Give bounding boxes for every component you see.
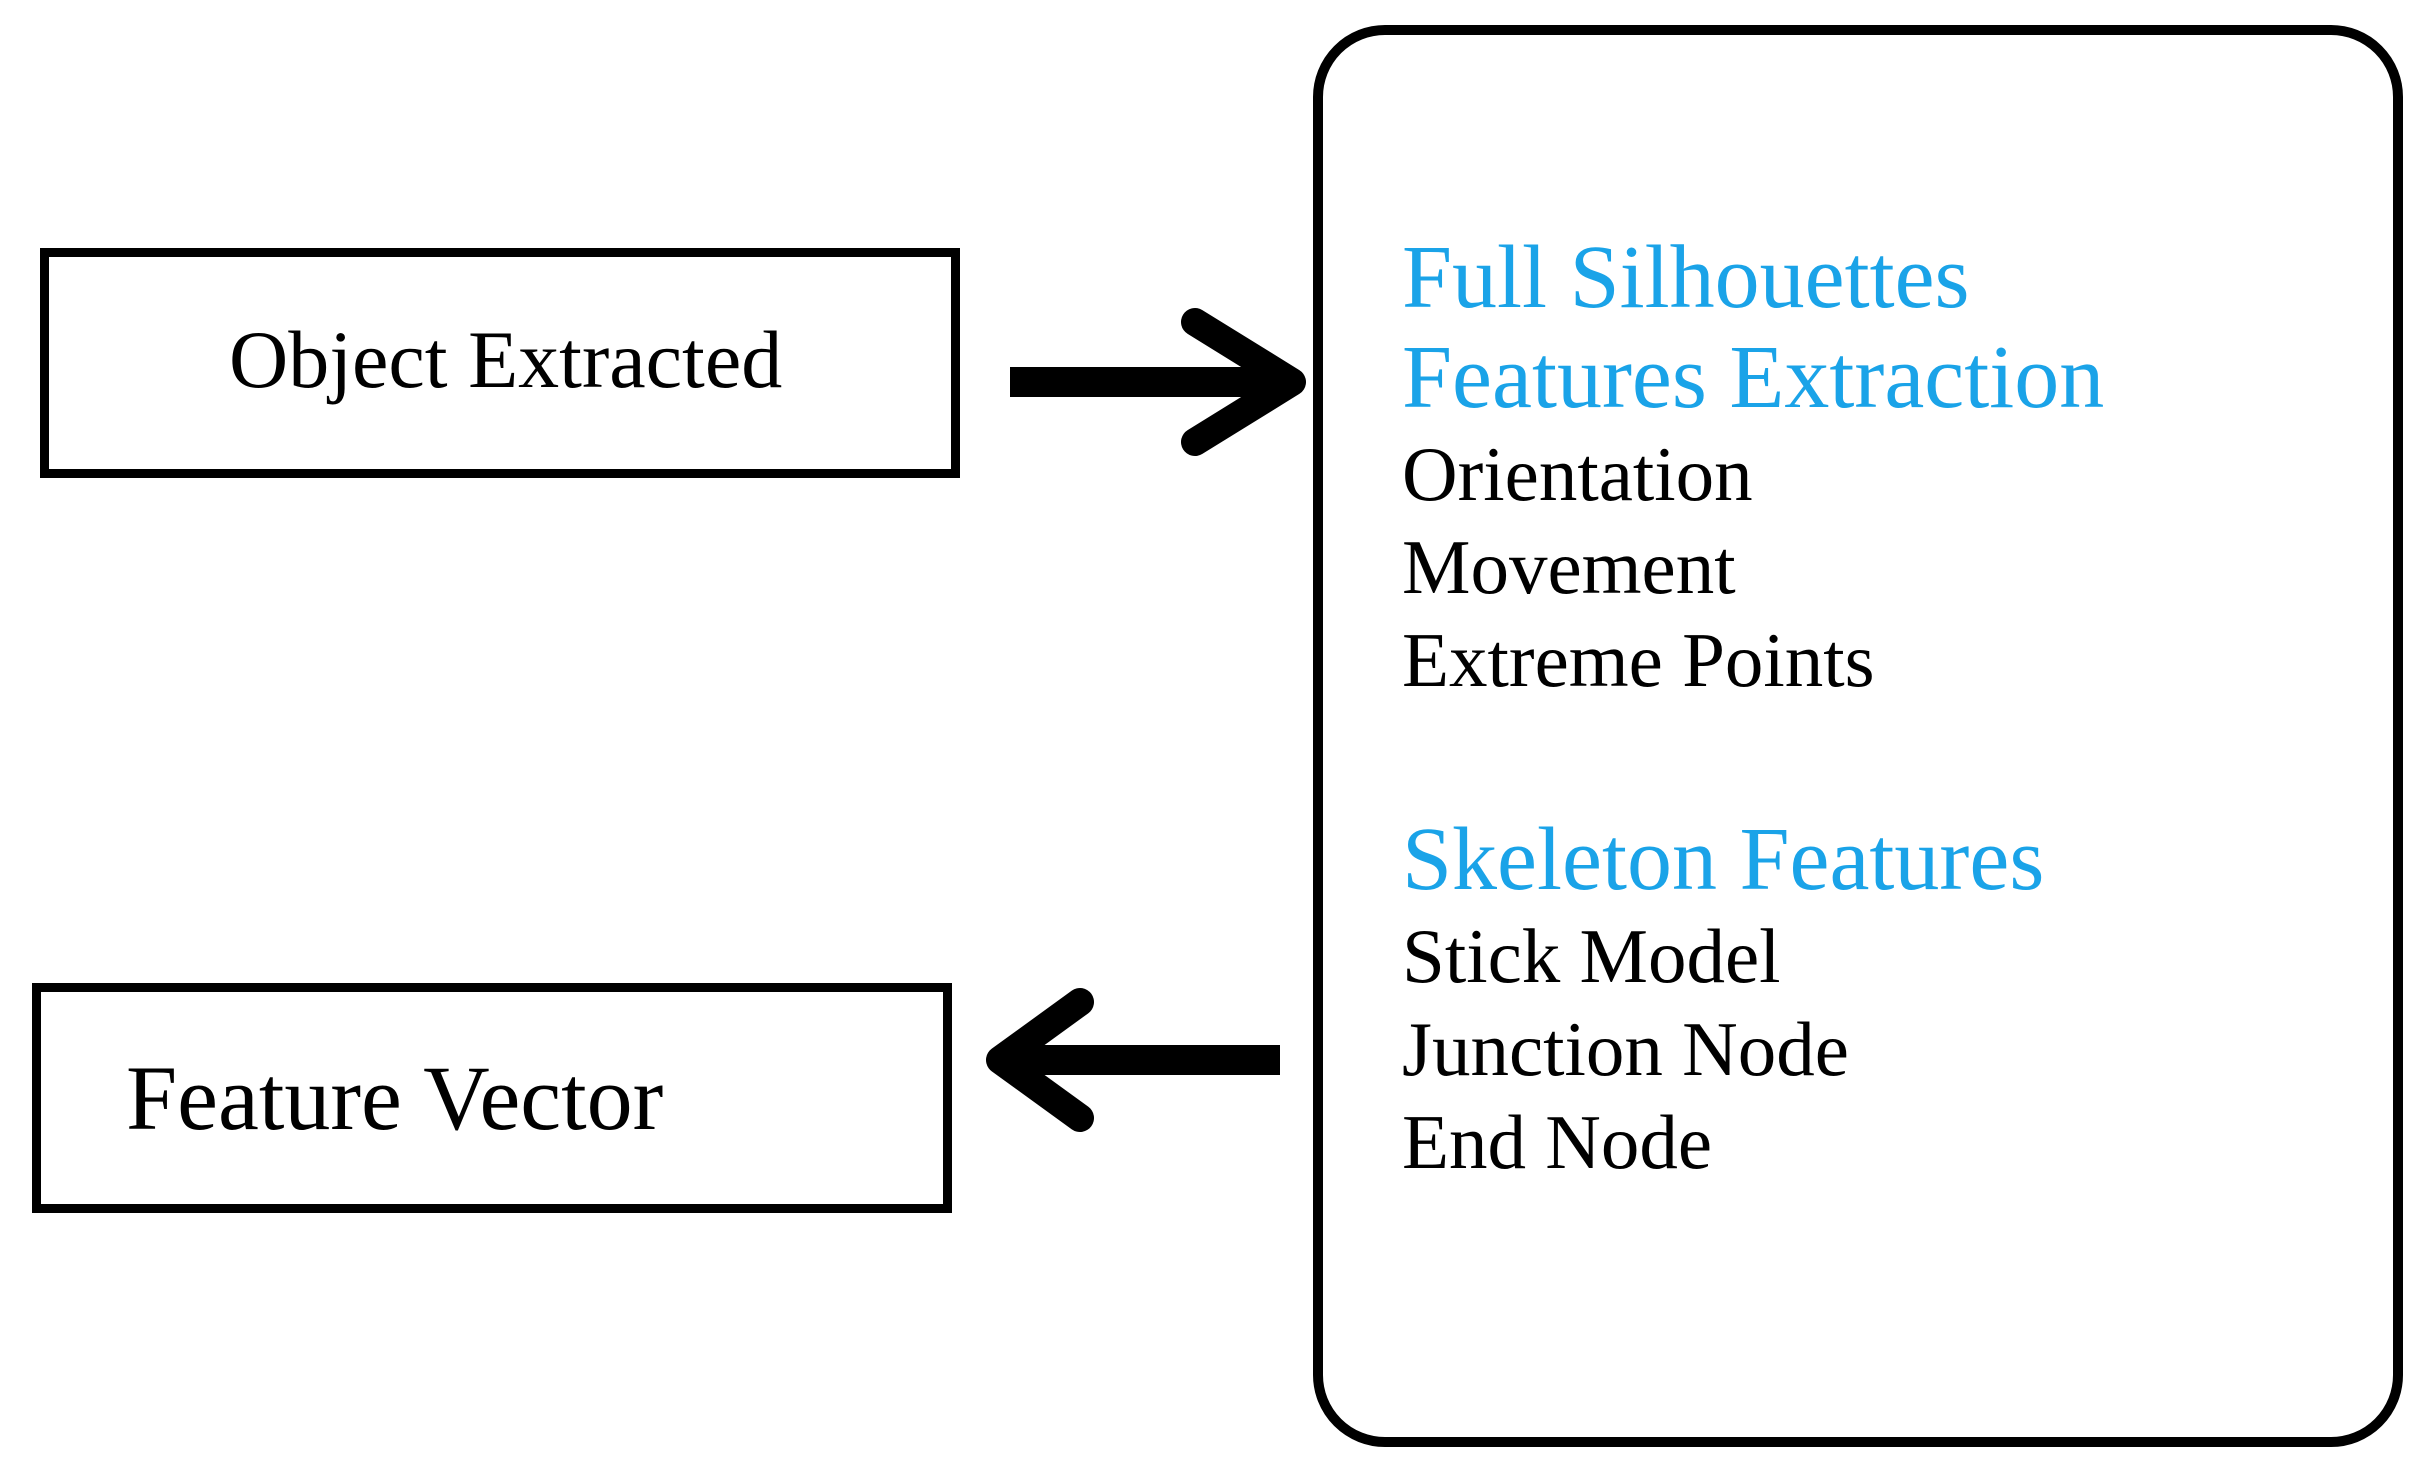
feature-item-movement: Movement — [1402, 524, 1736, 610]
feature-vector-box: Feature Vector — [32, 983, 952, 1213]
arrow-left-icon — [986, 988, 1280, 1132]
silhouette-heading-line1: Full Silhouettes — [1402, 228, 1970, 327]
skeleton-heading: Skeleton Features — [1402, 810, 2045, 909]
feature-item-stick-model: Stick Model — [1402, 913, 1781, 999]
object-extracted-box: Object Extracted — [40, 248, 960, 478]
feature-item-end-node: End Node — [1402, 1099, 1713, 1185]
skeleton-features-group: Skeleton Features Stick Model Junction N… — [1402, 810, 2044, 1189]
feature-item-extreme-points: Extreme Points — [1402, 617, 1875, 703]
object-extracted-label: Object Extracted — [229, 314, 783, 405]
feature-vector-label: Feature Vector — [126, 1047, 664, 1149]
arrow-right-icon — [1010, 308, 1306, 456]
features-panel — [1313, 25, 2403, 1447]
feature-item-junction-node: Junction Node — [1402, 1006, 1849, 1092]
feature-item-orientation: Orientation — [1402, 431, 1753, 517]
silhouette-heading-line2: Features Extraction — [1402, 328, 2105, 427]
silhouette-features-group: Full Silhouettes Features Extraction Ori… — [1402, 228, 2104, 707]
